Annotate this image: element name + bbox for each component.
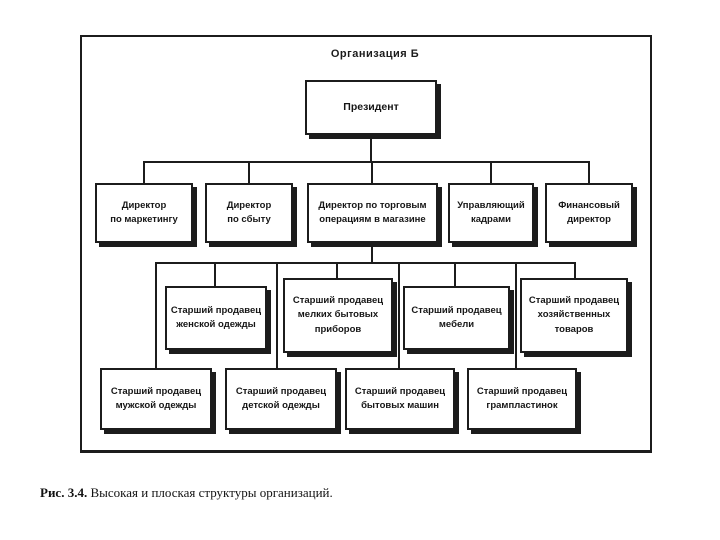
figure-caption: Рис. 3.4. Высокая и плоская структуры ор… (40, 485, 333, 501)
connector-drop-small-appliances (336, 262, 338, 279)
connector-drop-home-machines (398, 262, 400, 370)
connector-drop-household-goods (574, 262, 576, 279)
diagram-title: Организация Б (330, 48, 420, 60)
org-node-marketing-director: Директор по маркетингу (95, 183, 193, 243)
connector-trade-drop (371, 243, 373, 264)
connector-drop-marketing (143, 161, 145, 183)
diagram-frame (80, 35, 652, 453)
org-node-sales-director: Директор по сбыту (205, 183, 293, 243)
org-node-senior-seller-home-machines: Старший продавец бытовых машин (345, 368, 455, 430)
connector-drop-women-clothes (214, 262, 216, 287)
org-node-trade-operations-director: Директор по торговым операциям в магазин… (307, 183, 438, 243)
connector-president-drop (370, 135, 372, 163)
org-node-senior-seller-women-clothes: Старший продавец женской одежды (165, 286, 267, 350)
org-node-senior-seller-children-clothes: Старший продавец детской одежды (225, 368, 337, 430)
org-node-president: Президент (305, 80, 437, 135)
org-node-finance-director: Финансовый директор (545, 183, 633, 243)
connector-drop-trade (371, 161, 373, 183)
connector-level2-bus (143, 161, 590, 163)
figure-caption-number: Рис. 3.4. (40, 485, 88, 500)
org-node-senior-seller-household-goods: Старший продавец хозяйственных товаров (520, 278, 628, 353)
connector-drop-men-clothes (155, 262, 157, 370)
org-node-senior-seller-small-appliances: Старший продавец мелких бытовых приборов (283, 278, 393, 353)
connector-level3-bus (155, 262, 576, 264)
connector-drop-finance (588, 161, 590, 183)
org-node-hr-manager: Управляющий кадрами (448, 183, 534, 243)
connector-drop-furniture (454, 262, 456, 287)
connector-drop-children-clothes (276, 262, 278, 370)
org-node-senior-seller-records: Старший продавец грампластинок (467, 368, 577, 430)
connector-drop-records (515, 262, 517, 370)
org-node-senior-seller-furniture: Старший продавец мебели (403, 286, 510, 350)
connector-drop-sales (248, 161, 250, 183)
figure-caption-text: Высокая и плоская структуры организаций. (87, 485, 333, 500)
connector-drop-hr (490, 161, 492, 183)
org-node-senior-seller-men-clothes: Старший продавец мужской одежды (100, 368, 212, 430)
